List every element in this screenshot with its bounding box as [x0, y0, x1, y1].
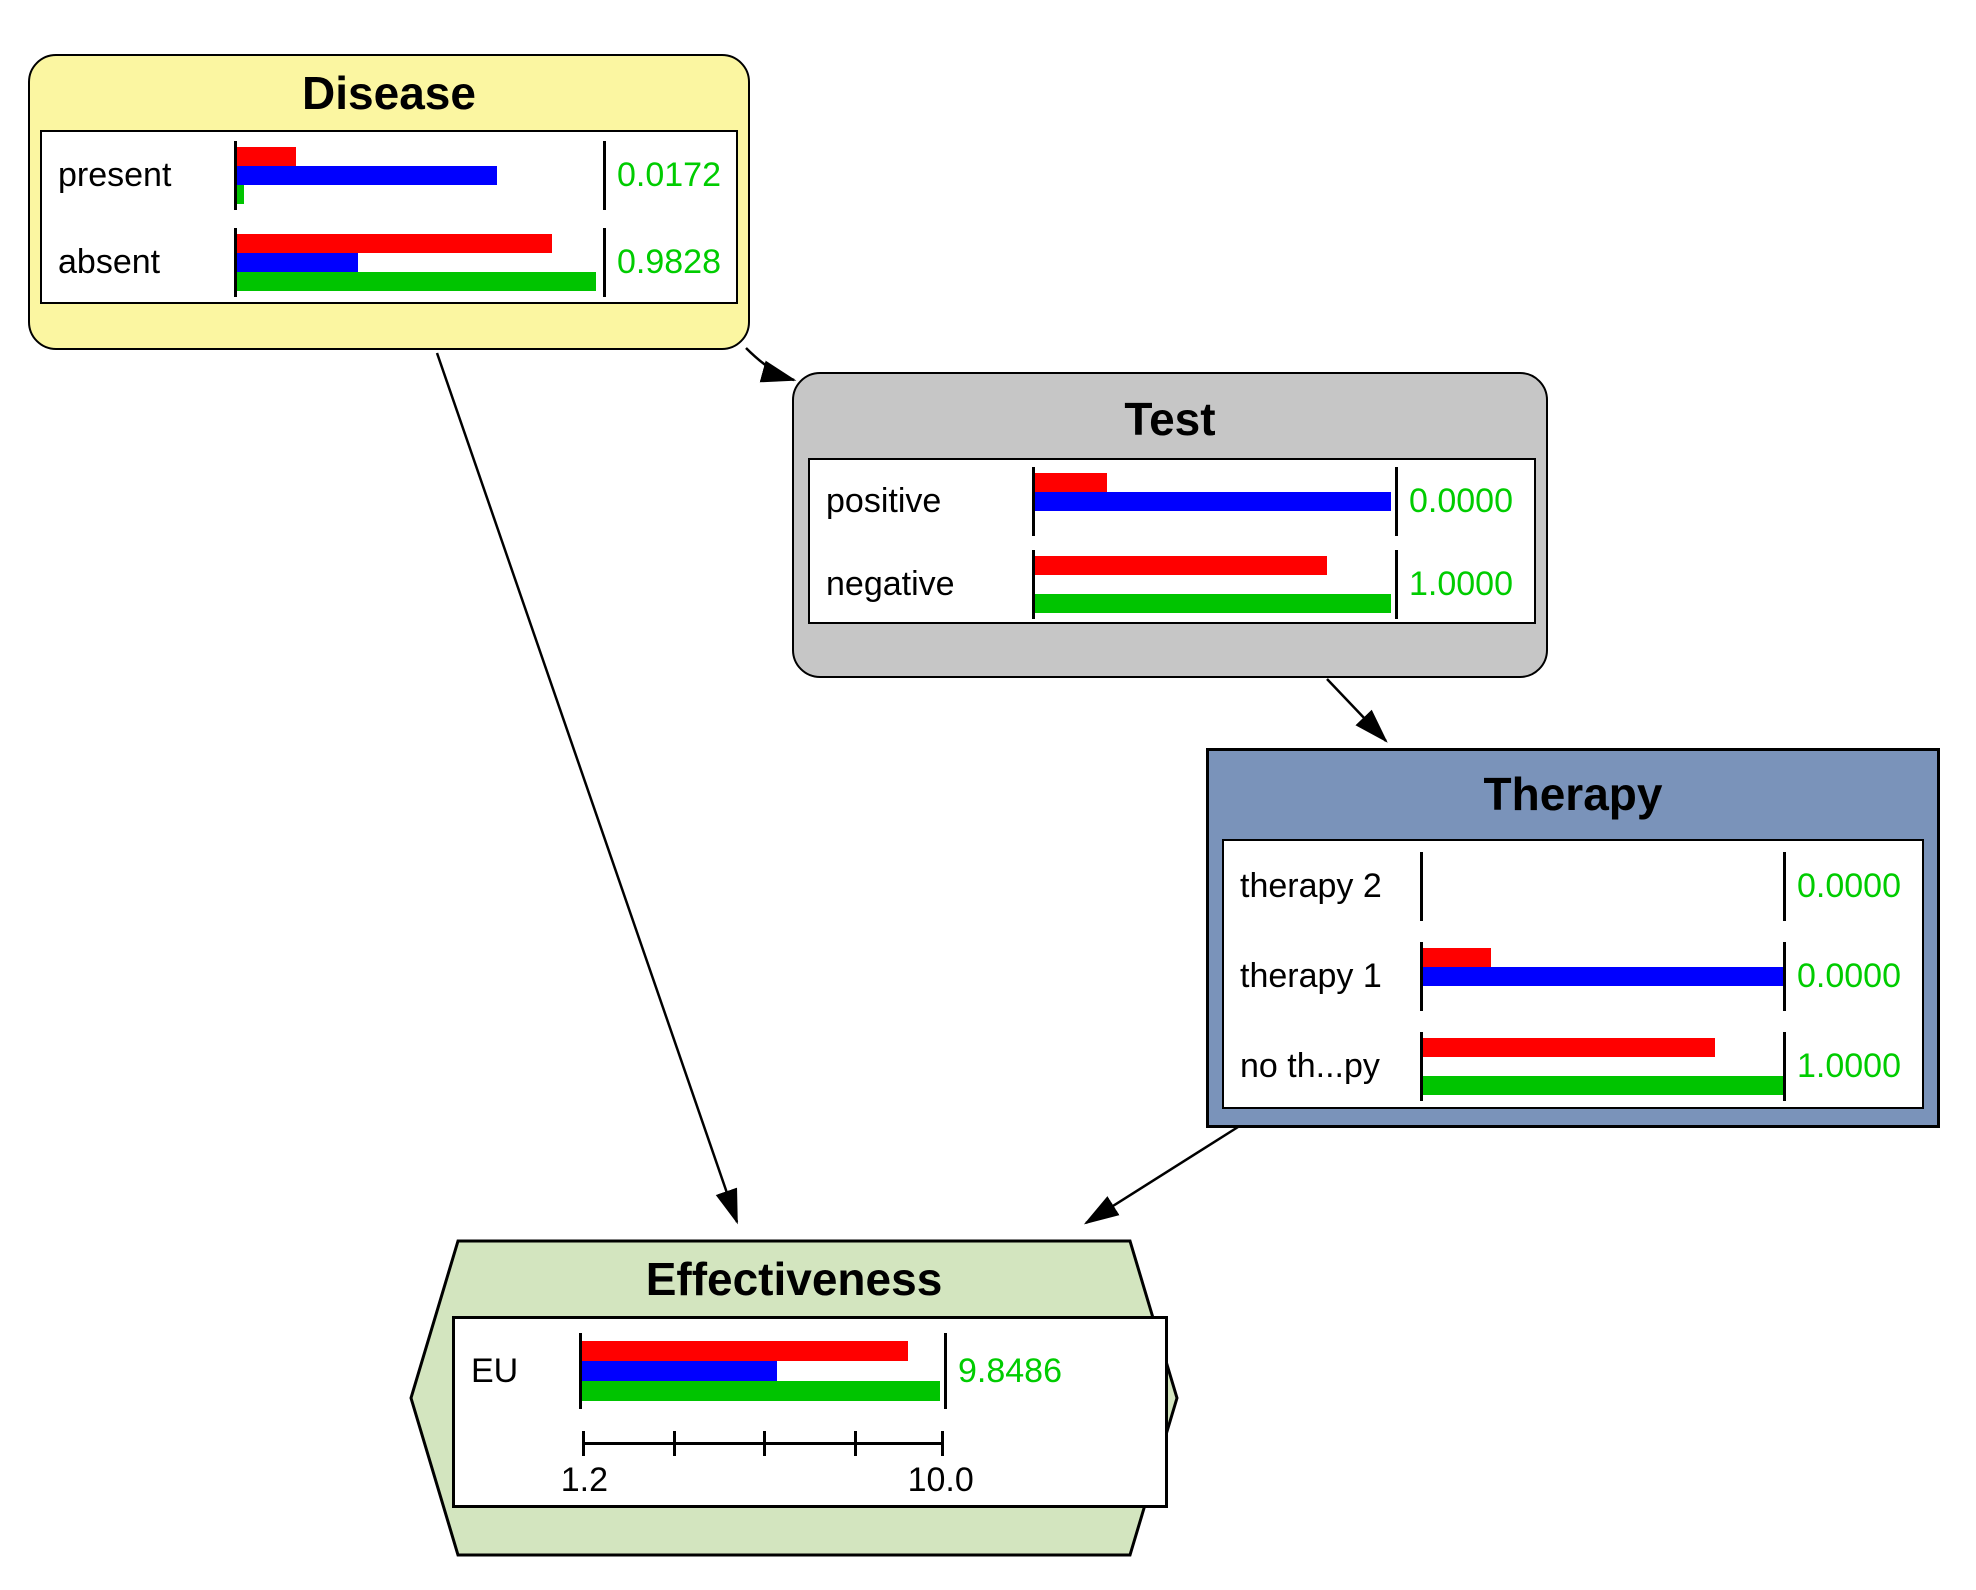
bar-blue: [582, 1361, 778, 1381]
state-value: 0.9828: [617, 243, 721, 281]
state-row-negative: negative 1.0000: [810, 543, 1534, 626]
therapy-stat-box: therapy 2 0.0000 therapy 1 0.0000 no th.…: [1222, 839, 1924, 1109]
state-label: no th...py: [1240, 1046, 1380, 1085]
belief-bars: [234, 141, 606, 210]
utility-value: 9.8486: [958, 1351, 1062, 1390]
state-value: 1.0000: [1797, 1046, 1901, 1085]
bar-green: [1423, 1075, 1783, 1095]
node-therapy[interactable]: Therapy therapy 2 0.0000 therapy 1 0.000…: [1206, 748, 1940, 1128]
axis-tick: [763, 1431, 766, 1456]
state-value: 0.0000: [1797, 956, 1901, 995]
bar-red: [582, 1341, 908, 1361]
bar-blue: [237, 253, 358, 272]
belief-bars: [1420, 851, 1786, 921]
state-value: 0.0172: [617, 156, 721, 194]
edge-disease-effectiveness[interactable]: [435, 352, 739, 1225]
state-label: therapy 2: [1240, 866, 1382, 905]
bar-green: [237, 272, 596, 291]
bar-blue: [237, 166, 497, 185]
belief-bars: [234, 228, 606, 297]
effectiveness-title: Effectiveness: [645, 1253, 943, 1305]
utility-label: EU: [471, 1351, 519, 1390]
utility-bars: [579, 1333, 947, 1409]
state-label: present: [58, 156, 172, 194]
disease-title: Disease: [302, 67, 476, 119]
belief-bars: [1032, 550, 1398, 619]
belief-bars: [1420, 1031, 1786, 1101]
axis-tick: [672, 1431, 676, 1456]
axis-tick: [941, 1431, 944, 1456]
bar-green: [237, 185, 245, 204]
state-row-therapy1: therapy 1 0.0000: [1224, 931, 1922, 1021]
state-row-therapy2: therapy 2 0.0000: [1224, 841, 1922, 931]
state-value: 0.0000: [1797, 866, 1901, 905]
state-row-no-therapy: no th...py 1.0000: [1224, 1021, 1922, 1111]
node-disease[interactable]: Disease present 0.0172 absent 0.9828: [28, 54, 750, 350]
state-label: absent: [58, 243, 161, 281]
state-value: 0.0000: [1409, 482, 1513, 520]
edge-therapy-effectiveness[interactable]: [1083, 1125, 1239, 1225]
state-row-positive: positive 0.0000: [810, 460, 1534, 543]
axis-min-label: 1.2: [560, 1461, 608, 1499]
bar-red: [1035, 556, 1327, 575]
axis-tick: [582, 1431, 585, 1456]
bar-green: [582, 1381, 941, 1401]
edge-test-therapy[interactable]: [1326, 678, 1388, 743]
node-test[interactable]: Test positive 0.0000 negative 1.0000: [792, 372, 1548, 678]
state-row-present: present 0.0172: [42, 132, 736, 219]
bar-blue: [1035, 492, 1392, 511]
utility-row-eu: EU 9.8486: [455, 1319, 1165, 1423]
state-label: therapy 1: [1240, 956, 1382, 995]
utility-scale-axis: 1.2 10.0: [561, 1431, 974, 1499]
bar-red: [1423, 1037, 1715, 1057]
state-label: negative: [826, 565, 955, 603]
axis-tick: [853, 1431, 857, 1456]
node-effectiveness[interactable]: Effectiveness EU 9.8486 1.2 10.0: [408, 1238, 1180, 1558]
test-title: Test: [1124, 393, 1216, 445]
effectiveness-stat-box: EU 9.8486 1.2 10.0: [452, 1316, 1168, 1508]
belief-bars: [1420, 941, 1786, 1011]
bar-red: [237, 234, 552, 253]
bar-green: [1035, 594, 1392, 613]
bar-red: [237, 147, 296, 166]
disease-stat-box: present 0.0172 absent 0.9828: [40, 130, 738, 304]
therapy-title: Therapy: [1483, 768, 1663, 820]
belief-bars: [1032, 467, 1398, 536]
state-label: positive: [826, 482, 942, 520]
edge-disease-test[interactable]: [745, 347, 797, 383]
bar-red: [1035, 473, 1107, 492]
bar-blue: [1423, 966, 1783, 986]
test-stat-box: positive 0.0000 negative 1.0000: [808, 458, 1536, 624]
axis-max-label: 10.0: [907, 1461, 974, 1499]
state-row-absent: absent 0.9828: [42, 219, 736, 306]
bar-red: [1423, 947, 1492, 967]
state-value: 1.0000: [1409, 565, 1513, 603]
